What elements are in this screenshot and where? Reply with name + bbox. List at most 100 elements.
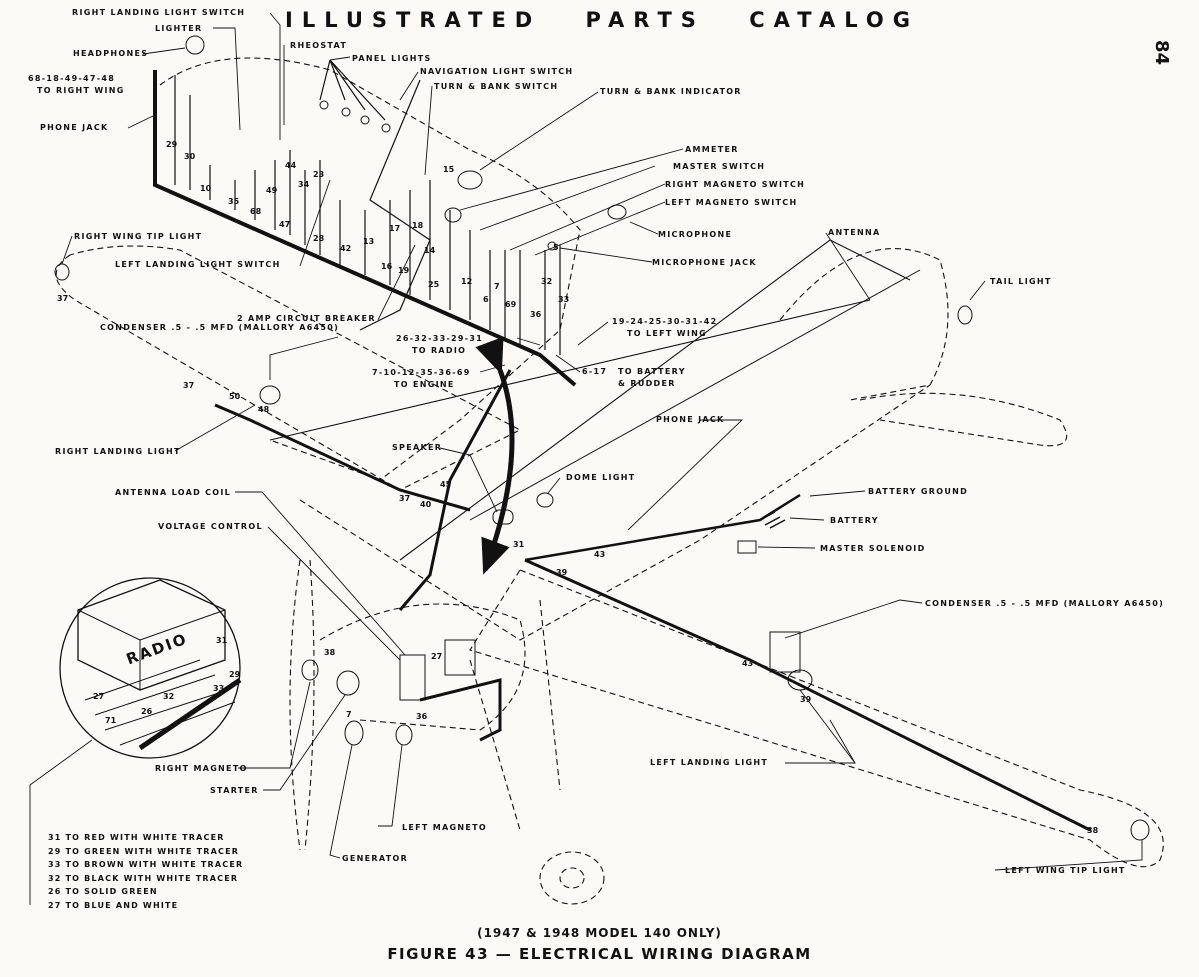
right-magneto-symbol — [301, 659, 319, 681]
label-microphone-jack: MICROPHONE JACK — [652, 258, 757, 267]
big-arrow — [475, 336, 515, 575]
wire-number: 40 — [420, 500, 432, 509]
label-to-engine: TO ENGINE — [394, 380, 455, 389]
label-rheostat: RHEOSTAT — [290, 41, 348, 50]
left-wing-outline — [469, 569, 1164, 868]
wire-number: 34 — [298, 180, 310, 189]
voltage-control-symbol — [399, 654, 426, 701]
wire-color-legend: 31 TO RED WITH WHITE TRACER 29 TO GREEN … — [48, 831, 243, 912]
label-condenser-left: CONDENSER .5 - .5 MFD (MALLORY A6450) — [925, 599, 1165, 608]
wire-number: 39 — [556, 568, 568, 577]
cabin-outline — [159, 57, 581, 481]
wire-number: 69 — [505, 300, 517, 309]
right-wing-tip-light-symbol — [54, 263, 70, 281]
wire-number: 5 — [553, 243, 559, 252]
label-master-solenoid: MASTER SOLENOID — [820, 544, 926, 553]
label-left-landing-light-switch: LEFT LANDING LIGHT SWITCH — [115, 260, 281, 269]
wire-number: 14 — [424, 246, 436, 255]
engine-cowl — [319, 603, 526, 731]
wire-number: 43 — [594, 550, 606, 559]
wire-number: 45 — [440, 480, 452, 489]
wire-number: 42 — [340, 244, 352, 253]
wire-number: 47 — [279, 220, 291, 229]
page-number: 84 — [1151, 40, 1172, 66]
left-wing-tip-light-symbol — [1130, 819, 1150, 841]
label-panel-lights: PANEL LIGHTS — [352, 54, 432, 63]
label-dome-light: DOME LIGHT — [566, 473, 636, 482]
label-starter: STARTER — [210, 786, 259, 795]
wire-number: 50 — [229, 392, 241, 401]
label-to-left-wing: TO LEFT WING — [627, 329, 707, 338]
label-right-wing-tip-light: RIGHT WING TIP LIGHT — [74, 232, 203, 241]
battery-harness — [524, 493, 801, 562]
wire-number: 31 — [216, 636, 228, 645]
dome-light-symbol — [536, 492, 554, 508]
wire-number: 18 — [412, 221, 424, 230]
page-title: ILLUSTRATED PARTS CATALOG — [285, 8, 919, 32]
wire-number: 37 — [183, 381, 195, 390]
wire-number: 15 — [443, 165, 455, 174]
master-solenoid-symbol — [737, 540, 757, 554]
label-left-magneto: LEFT MAGNETO — [402, 823, 488, 832]
wire-number: 12 — [461, 277, 473, 286]
label-right-magneto-switch: RIGHT MAGNETO SWITCH — [665, 180, 806, 189]
label-to-battery-nums: 6-17 — [582, 367, 608, 376]
panel-light-bulbs — [319, 100, 391, 133]
label-left-landing-light: LEFT LANDING LIGHT — [650, 758, 769, 767]
airplane-outline — [55, 57, 1164, 905]
label-turn-bank-indicator: TURN & BANK INDICATOR — [600, 87, 742, 96]
wire-number: 43 — [742, 659, 754, 668]
antenna-load-coil-symbol — [444, 639, 476, 676]
label-speaker: SPEAKER — [392, 443, 443, 452]
wire-number: 36 — [530, 310, 542, 319]
label-to-engine-nums: 7-10-12-35-36-69 — [372, 368, 471, 377]
label-battery: BATTERY — [830, 516, 879, 525]
wire-number: 30 — [184, 152, 196, 161]
wire-number: 38 — [324, 648, 336, 657]
right-wing-outline — [55, 245, 522, 491]
wire-number: 27 — [93, 692, 105, 701]
fin-outline — [779, 248, 949, 401]
starter-symbol — [336, 670, 360, 696]
wire-number: 37 — [57, 294, 69, 303]
wire-number: 29 — [166, 140, 178, 149]
label-to-left-wing-nums: 19-24-25-30-31-42 — [612, 317, 718, 326]
label-tail-light: TAIL LIGHT — [990, 277, 1052, 286]
right-wing-harness — [214, 403, 471, 512]
left-magneto-symbol — [395, 724, 413, 746]
left-wing-harness — [524, 558, 1091, 832]
radio-inset — [59, 577, 242, 759]
wire-number: 25 — [428, 280, 440, 289]
wire-number: 38 — [1087, 826, 1099, 835]
main-harness — [153, 70, 577, 387]
wire-number: 33 — [558, 295, 570, 304]
caption-models: (1947 & 1948 MODEL 140 ONLY) — [477, 926, 722, 940]
label-right-magneto: RIGHT MAGNETO — [155, 764, 248, 773]
label-lighter: LIGHTER — [155, 24, 203, 33]
wire-number: 37 — [399, 494, 411, 503]
stabilizer-outline — [859, 392, 1068, 447]
legend-item: 31 TO RED WITH WHITE TRACER — [48, 833, 225, 842]
legend-item: 26 TO SOLID GREEN — [48, 887, 158, 896]
label-to-radio-nums: 26-32-33-29-31 — [396, 334, 484, 343]
legend-item: 33 TO BROWN WITH WHITE TRACER — [48, 860, 244, 869]
branch-wires — [174, 59, 561, 355]
tail-light-symbol — [957, 305, 973, 325]
landing-gear-strut — [469, 599, 561, 831]
label-generator: GENERATOR — [342, 854, 409, 863]
label-right-landing-light-switch: RIGHT LANDING LIGHT SWITCH — [72, 8, 246, 17]
wire-number: 31 — [513, 540, 525, 549]
wire-number: 44 — [285, 161, 297, 170]
right-landing-light-symbol — [259, 385, 281, 405]
label-voltage-control: VOLTAGE CONTROL — [158, 522, 263, 531]
wire-number: 28 — [313, 234, 325, 243]
label-headphones: HEADPHONES — [73, 49, 149, 58]
label-right-landing-light: RIGHT LANDING LIGHT — [55, 447, 181, 456]
engine-harness-lower — [419, 678, 502, 742]
legend-item: 32 TO BLACK WITH WHITE TRACER — [48, 873, 239, 883]
wire-number: 6 — [483, 295, 489, 304]
label-turn-bank-switch: TURN & BANK SWITCH — [434, 82, 559, 91]
wire-number: 27 — [431, 652, 443, 661]
wire-number: 71 — [105, 716, 117, 725]
